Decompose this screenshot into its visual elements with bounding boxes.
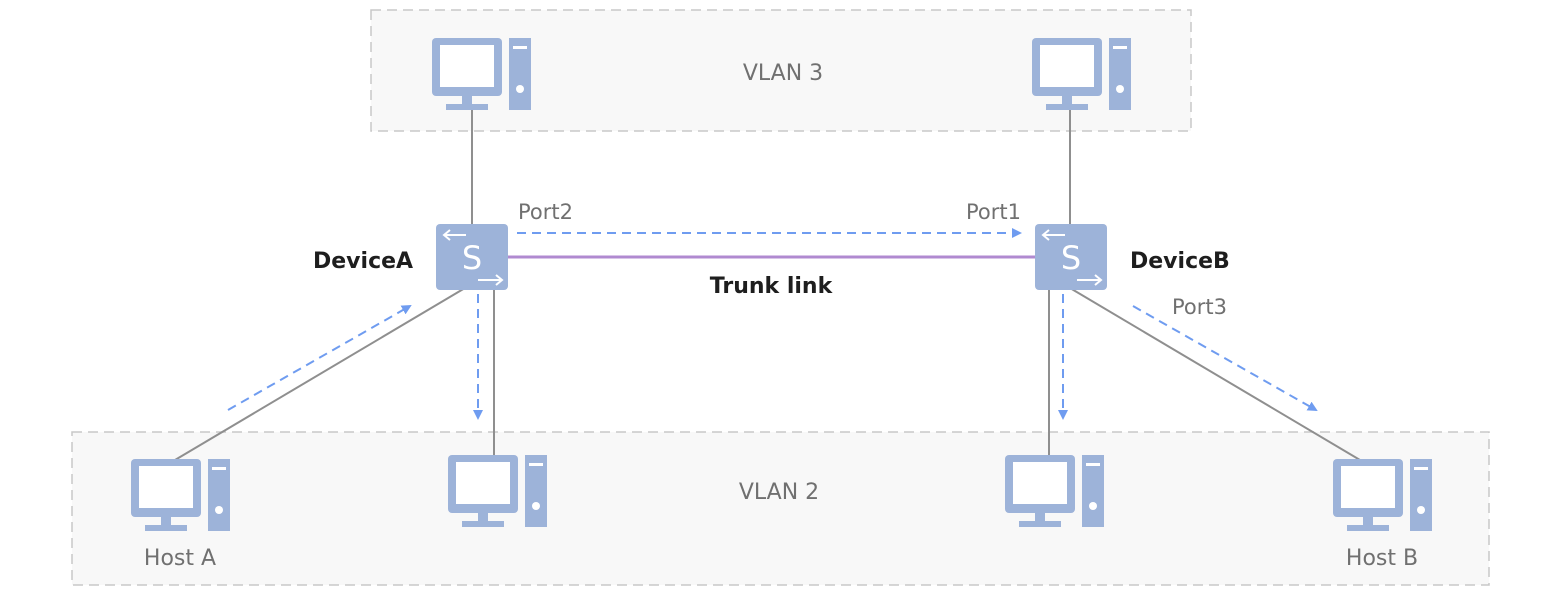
flow-arrow-port3-to-host-b (1132, 305, 1318, 411)
vlan2-region (71, 431, 1490, 586)
vlan2-label: VLAN 2 (739, 480, 819, 505)
link-lines (174, 108, 1361, 461)
host-b-label: Host B (1346, 546, 1418, 571)
switch-glyph: S (462, 239, 482, 277)
switch-icon: S (435, 223, 509, 291)
flow-arrow-host-a-to-device-a (227, 305, 412, 411)
vlan3-label: VLAN 3 (743, 61, 823, 86)
switch-glyph: S (1061, 239, 1081, 277)
link-device-b-to-host-b (1069, 287, 1361, 461)
switch-icon: S (1034, 223, 1108, 291)
device-b-label: DeviceB (1130, 249, 1230, 274)
port2-label: Port2 (518, 200, 573, 224)
trunk-link-label: Trunk link (710, 274, 834, 299)
flow-arrows (227, 228, 1318, 420)
port3-label: Port3 (1172, 295, 1227, 319)
device-a-label: DeviceA (313, 249, 413, 274)
link-device-a-to-host-a (174, 287, 466, 461)
port1-label: Port1 (966, 200, 1021, 224)
host-a-label: Host A (144, 546, 216, 571)
